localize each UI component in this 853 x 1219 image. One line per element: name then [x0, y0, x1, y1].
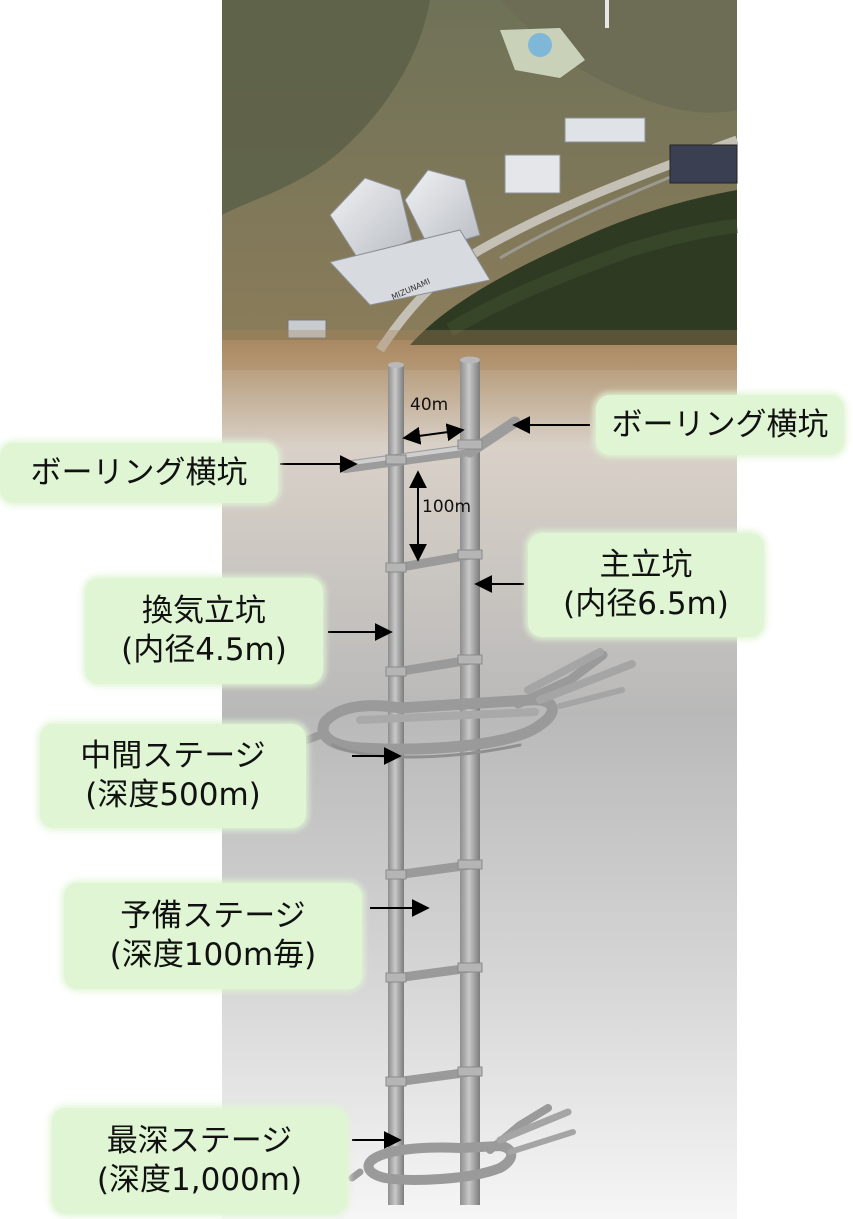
stage-connectors	[385, 439, 483, 1087]
boring-tunnel-left-label: ボーリング横坑	[30, 454, 248, 491]
boring-tunnel-left-callout: ボーリング横坑	[0, 443, 278, 503]
reserve-stage-name: 予備ステージ	[120, 898, 306, 935]
vent-shaft-name: 換気立坑	[142, 593, 266, 630]
vent-shaft	[388, 362, 404, 1205]
main-shaft-name: 主立坑	[599, 547, 693, 584]
stage-interval-label: 100m	[422, 497, 472, 517]
aerial-site-photo: MIZUNAMI	[222, 0, 739, 353]
reserve-stage-detail: (深度100m毎)	[109, 937, 317, 973]
middle-stage-structure	[298, 648, 636, 759]
middle-stage-detail: (深度500m)	[85, 777, 261, 813]
middle-stage-callout: 中間ステージ (深度500m)	[40, 724, 306, 828]
pointer-arrows	[280, 416, 590, 1149]
main-shaft	[460, 356, 480, 1205]
main-shaft-detail: (内径6.5m)	[563, 586, 729, 622]
boring-tunnel-right-callout: ボーリング横坑	[596, 395, 844, 455]
reserve-stage-callout: 予備ステージ (深度100m毎)	[64, 883, 362, 989]
vent-shaft-detail: (内径4.5m)	[121, 632, 287, 668]
boring-tunnel-right-label: ボーリング横坑	[611, 406, 829, 443]
vent-shaft-callout: 換気立坑 (内径4.5m)	[85, 578, 323, 684]
main-shaft-callout: 主立坑 (内径6.5m)	[528, 533, 764, 637]
shaft-spacing-label: 40m	[410, 395, 449, 415]
deepest-stage-structure	[348, 1104, 576, 1185]
boring-tunnel-left-structure	[339, 444, 476, 473]
deepest-stage-callout: 最深ステージ (深度1,000m)	[52, 1108, 347, 1214]
dimension-arrows	[402, 423, 465, 562]
deepest-stage-detail: (深度1,000m)	[96, 1162, 303, 1198]
middle-stage-name: 中間ステージ	[80, 738, 266, 775]
deepest-stage-name: 最深ステージ	[106, 1123, 293, 1160]
